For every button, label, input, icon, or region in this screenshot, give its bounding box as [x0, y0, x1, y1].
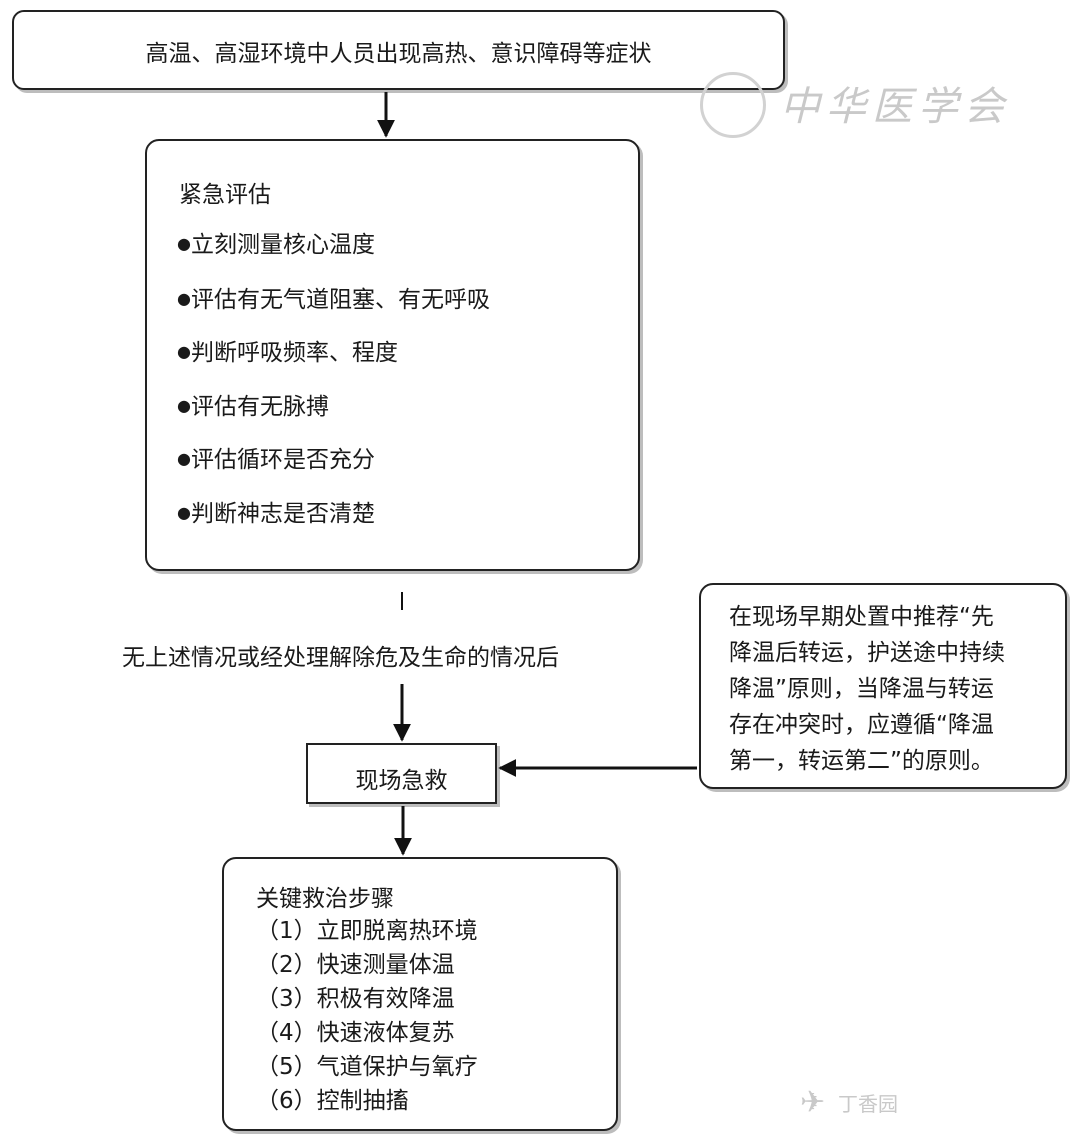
- condition-text: 无上述情况或经处理解除危及生命的情况后: [122, 645, 559, 671]
- bullet-icon: ●: [177, 396, 191, 415]
- note-line: 降温后转运，护送途中持续: [729, 640, 1005, 666]
- list-item: ●立刻测量核心温度: [177, 232, 375, 258]
- list-item: ●判断呼吸频率、程度: [177, 340, 398, 366]
- note-line: 在现场早期处置中推荐“先: [729, 604, 994, 630]
- cma-seal-icon: [700, 72, 766, 138]
- rescue-text: 现场急救: [355, 768, 448, 794]
- list-item: （1）立即脱离热环境: [256, 918, 478, 944]
- bullet-icon: ●: [177, 289, 191, 308]
- assessment-title: 紧急评估: [179, 182, 271, 208]
- note-line: 降温”原则，当降温与转运: [729, 676, 994, 702]
- dxy-logo-icon: ✈: [800, 1085, 826, 1120]
- list-item: ●判断神志是否清楚: [177, 501, 375, 527]
- note-line: 第一，转运第二”的原则。: [729, 748, 994, 774]
- assessment-box: 紧急评估 ●立刻测量核心温度 ●评估有无气道阻塞、有无呼吸 ●判断呼吸频率、程度…: [145, 139, 640, 571]
- watermark-cma-text: 中华医学会: [780, 84, 1010, 130]
- steps-box: 关键救治步骤 （1）立即脱离热环境 （2）快速测量体温 （3）积极有效降温 （4…: [222, 857, 618, 1131]
- watermark-dxy-text: 丁香园: [838, 1092, 898, 1116]
- list-item: （4）快速液体复苏: [256, 1020, 455, 1046]
- list-item: （3）积极有效降温: [256, 986, 455, 1012]
- list-item: （2）快速测量体温: [256, 952, 455, 978]
- bullet-icon: ●: [177, 449, 191, 468]
- steps-title: 关键救治步骤: [256, 886, 394, 912]
- list-item: ●评估有无脉搏: [177, 394, 329, 420]
- note-box: 在现场早期处置中推荐“先 降温后转运，护送途中持续 降温”原则，当降温与转运 存…: [699, 583, 1067, 789]
- list-item: ●评估有无气道阻塞、有无呼吸: [177, 287, 490, 313]
- list-item: ●评估循环是否充分: [177, 447, 375, 473]
- bullet-icon: ●: [177, 503, 191, 522]
- symptom-text: 高温、高湿环境中人员出现高热、意识障碍等症状: [145, 41, 652, 67]
- symptom-box: 高温、高湿环境中人员出现高热、意识障碍等症状: [12, 10, 785, 90]
- bullet-icon: ●: [177, 234, 191, 253]
- list-item: （6）控制抽搐: [256, 1088, 409, 1114]
- bullet-icon: ●: [177, 342, 191, 361]
- note-line: 存在冲突时，应遵循“降温: [729, 712, 994, 738]
- steps-list: （1）立即脱离热环境 （2）快速测量体温 （3）积极有效降温 （4）快速液体复苏…: [256, 914, 478, 1118]
- list-item: （5）气道保护与氧疗: [256, 1054, 478, 1080]
- note-text: 在现场早期处置中推荐“先 降温后转运，护送途中持续 降温”原则，当降温与转运 存…: [729, 599, 1005, 779]
- rescue-box: 现场急救: [306, 743, 497, 804]
